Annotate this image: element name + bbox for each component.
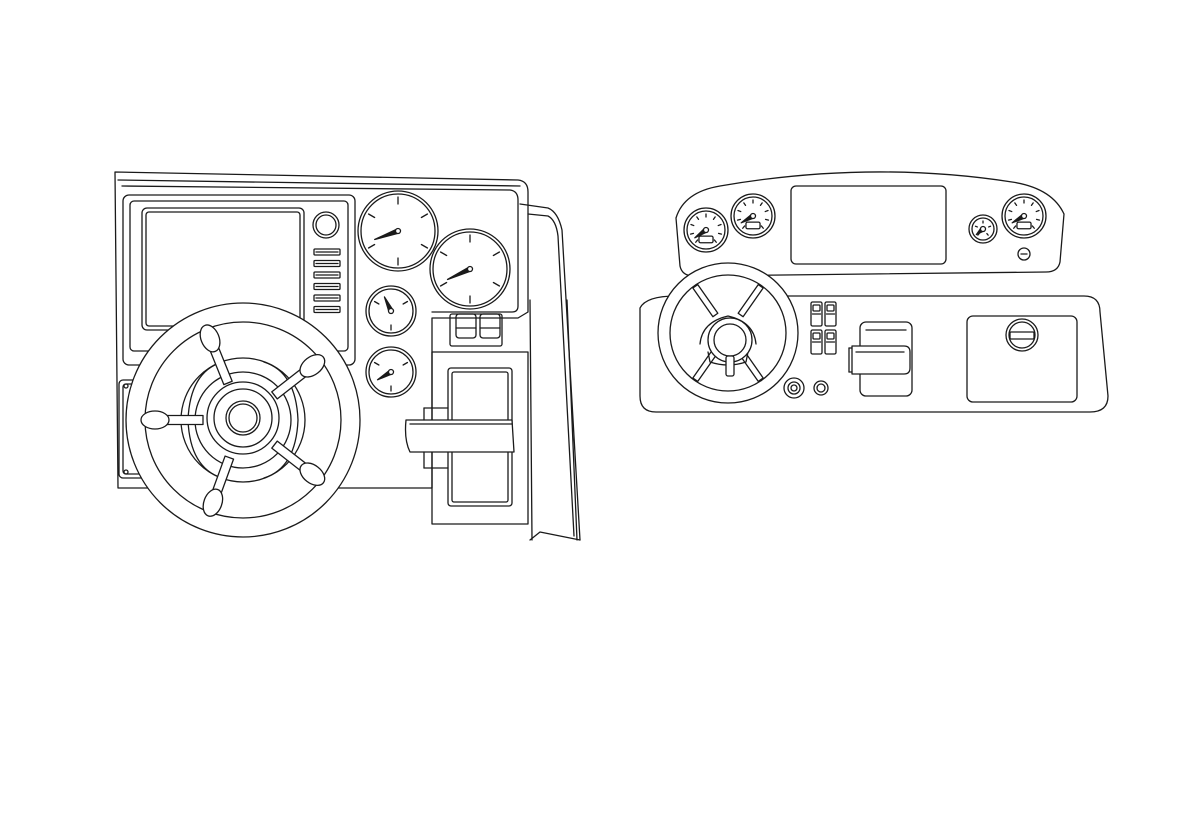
gauge-hub: [389, 309, 394, 314]
spoke-grip: [141, 411, 169, 429]
gauge-tick: [738, 219, 741, 220]
side-view: [115, 172, 580, 540]
rocker-switch-icon: [827, 305, 834, 311]
throttle-control: [406, 314, 529, 524]
gauge-tick: [719, 233, 722, 234]
rocker-switch-icon: [813, 305, 820, 311]
rocker-switch-icon: [813, 333, 820, 339]
gauge-tick: [1009, 219, 1012, 220]
glovebox-hatch: [967, 316, 1077, 402]
menu-buttons: [314, 249, 340, 313]
ignition: [784, 378, 804, 398]
gauge-hub: [751, 214, 756, 219]
gauge-hub: [704, 228, 709, 233]
console-column: [520, 204, 580, 540]
gauge-tick: [989, 226, 991, 227]
gauge-tick: [1037, 219, 1040, 220]
gauge-hub: [396, 229, 401, 234]
gauge-small-right: [969, 215, 997, 243]
gauge-upper: [358, 191, 438, 271]
gauges-left: [358, 191, 510, 397]
throttle-lever: [849, 322, 912, 396]
gauges-right: [684, 194, 1046, 252]
rocker-switches: [811, 302, 836, 354]
gauge-tick: [975, 226, 977, 227]
rotary-knob: [313, 212, 339, 238]
steering-wheel: [126, 303, 360, 537]
gauge-hub: [468, 267, 473, 272]
gauge-tach-right: [1002, 194, 1046, 238]
gauge-speed-left: [731, 194, 775, 238]
push-button: [814, 381, 828, 395]
gauge-hub: [981, 227, 986, 232]
gauge-small-1: [366, 286, 416, 336]
center-display: [791, 186, 946, 264]
rocker-switch-icon: [827, 333, 834, 339]
gauge-tick: [691, 233, 694, 234]
front-view: [640, 172, 1108, 412]
steering-wheel: [658, 263, 798, 403]
cluster-indicator: [1018, 248, 1030, 260]
gauge-tick: [766, 219, 769, 220]
gauge-hub: [389, 370, 394, 375]
gauge-hub: [1022, 214, 1027, 219]
gauge-right: [430, 229, 510, 309]
gauge-small-2: [366, 347, 416, 397]
gauge-tach-left: [684, 208, 728, 252]
